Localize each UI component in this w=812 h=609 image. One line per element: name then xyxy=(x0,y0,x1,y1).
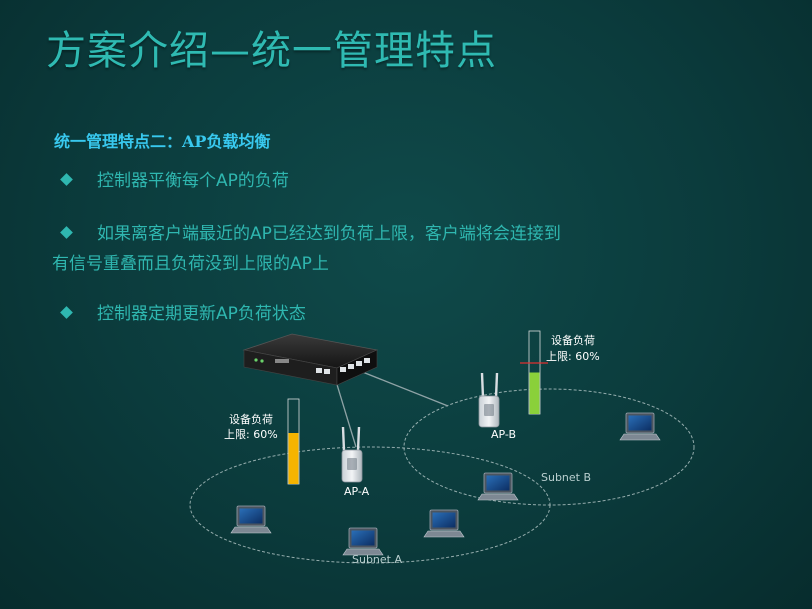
ap-a-limit-caption: 上限: 60% xyxy=(224,428,278,441)
ap-b-icon xyxy=(478,372,500,428)
slide-title: 方案介绍—统一管理特点 xyxy=(46,28,497,74)
ap-a-label: AP-A xyxy=(344,485,370,498)
cable-to-ap-a xyxy=(334,377,357,448)
ap-b-load-fill xyxy=(529,372,540,414)
ap-b-limit-caption: 上限: 60% xyxy=(546,350,600,363)
ap-a-load-fill xyxy=(288,433,299,484)
bullet-3-text: 控制器定期更新AP负荷状态 xyxy=(97,304,306,324)
ap-b-load-caption: 设备负荷 xyxy=(551,333,595,347)
bullet-2: 如果离客户端最近的AP已经达到负荷上限，客户端将会连接到 有信号重叠而且负荷没到… xyxy=(52,219,561,279)
bullet-1-text: 控制器平衡每个AP的负荷 xyxy=(97,171,289,191)
controller-router-icon xyxy=(242,333,379,386)
subnet-b-label: Subnet B xyxy=(541,471,591,484)
ap-a-load-caption: 设备负荷 xyxy=(229,412,273,426)
subnet-b-ellipse xyxy=(403,388,695,506)
slide-subtitle: 统一管理特点二：AP负载均衡 xyxy=(54,132,271,151)
bullet-2-text-line1: 如果离客户端最近的AP已经达到负荷上限，客户端将会连接到 xyxy=(97,224,561,244)
ap-a-icon xyxy=(341,426,363,483)
cable-to-ap-b xyxy=(359,370,449,407)
laptop-icon xyxy=(342,527,384,556)
ap-b-load-meter xyxy=(520,330,548,415)
ap-a-load-meter xyxy=(287,398,300,485)
bullet-1: 控制器平衡每个AP的负荷 xyxy=(60,166,289,196)
ap-b-label: AP-B xyxy=(491,428,516,441)
bullet-3: 控制器定期更新AP负荷状态 xyxy=(60,299,306,329)
laptop-icon xyxy=(619,412,661,441)
bullet-2-text-line2: 有信号重叠而且负荷没到上限的AP上 xyxy=(52,254,329,274)
laptop-icon xyxy=(477,472,519,501)
subnet-a-label: Subnet A xyxy=(352,553,402,566)
laptop-icon xyxy=(423,509,465,538)
laptop-icon xyxy=(230,505,272,534)
